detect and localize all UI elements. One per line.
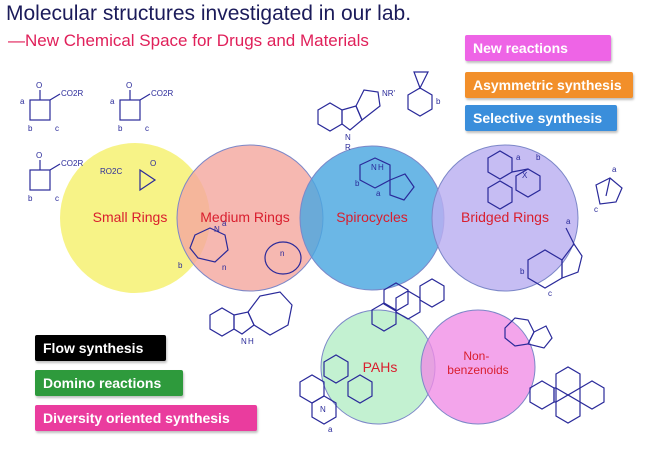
structure-indole-medium-ring: N H [209, 291, 293, 346]
chem-c: c [55, 124, 59, 133]
structure-pah-top [371, 278, 445, 332]
chem-a: a [110, 97, 115, 106]
label-non-benzenoids: Non- benzenoids [447, 349, 508, 377]
chem-nr: NR' [382, 89, 396, 98]
structure-spiro-piperidine: N H b a [355, 157, 415, 201]
chem-c: c [548, 289, 552, 298]
chem-b: b [355, 179, 360, 188]
chem-o: O [150, 159, 156, 168]
tag-flow-synthesis: Flow synthesis [35, 335, 166, 361]
circle-small-rings [60, 143, 210, 293]
chem-n: N [371, 163, 377, 172]
structure-pah-indole: N a [299, 354, 373, 434]
structure-azulene [504, 317, 553, 349]
label-pahs: PAHs [363, 359, 398, 375]
chem-a: a [566, 217, 571, 226]
structure-bicycle-right: a c [594, 165, 623, 214]
chem-b: b [520, 267, 525, 276]
structure-cyclobutenone-3: O CO2R b c [28, 151, 83, 203]
chem-c: c [145, 124, 149, 133]
chem-a: a [222, 219, 227, 228]
tag-new-reactions: New reactions [465, 35, 611, 61]
structure-macrocycle: n [264, 241, 302, 275]
chem-n: N [345, 133, 351, 142]
chem-n-sub: n [222, 263, 226, 272]
chem-b: b [118, 124, 123, 133]
chem-h: H [248, 337, 254, 346]
chem-o: O [36, 81, 42, 90]
chem-a: a [376, 189, 381, 198]
label-spirocycles: Spirocycles [336, 209, 408, 225]
label-non-benzenoids-line2: benzenoids [447, 363, 508, 377]
chem-c: c [594, 205, 598, 214]
chem-n: N [320, 405, 326, 414]
chem-b: b [436, 97, 441, 106]
tag-domino-reactions: Domino reactions [35, 370, 183, 396]
chem-b: b [536, 153, 541, 162]
label-non-benzenoids-line1: Non- [463, 349, 489, 363]
chem-o: O [126, 81, 132, 90]
structure-cyclopropane: RO2C O [100, 159, 156, 192]
tag-diversity-oriented-synthesis: Diversity oriented synthesis [35, 405, 257, 431]
structure-azacycle: N a b n [178, 219, 229, 272]
circle-bridged-rings [431, 144, 579, 292]
page-title: Molecular structures investigated in our… [6, 2, 412, 25]
chem-a: a [328, 425, 333, 434]
chem-x: X [522, 171, 528, 180]
chem-r: R [345, 143, 351, 152]
chem-a: a [516, 153, 521, 162]
chem-n: N [241, 337, 247, 346]
tag-asymmetric-synthesis: Asymmetric synthesis [465, 72, 633, 98]
chem-ro2c: RO2C [100, 167, 122, 176]
structure-spiro-cyclopropane: b [407, 71, 441, 117]
chem-a: a [20, 97, 25, 106]
label-small-rings: Small Rings [93, 209, 168, 225]
structure-cyclobutenone-2: O CO2R a b c [110, 81, 173, 133]
chem-n: N [214, 225, 220, 234]
chem-b: b [28, 194, 33, 203]
chem-b: b [178, 261, 183, 270]
structure-triptycene: X a b [487, 150, 541, 210]
structure-spiro-indoline: NR' N R [317, 89, 396, 152]
chem-n-sub: n [280, 249, 284, 258]
chem-co2r: CO2R [61, 159, 83, 168]
label-bridged-rings: Bridged Rings [461, 209, 549, 225]
chem-co2r: CO2R [151, 89, 173, 98]
chem-h: H [378, 163, 384, 172]
chem-a: a [612, 165, 617, 174]
chem-co2r: CO2R [61, 89, 83, 98]
chem-o: O [36, 151, 42, 160]
label-medium-rings: Medium Rings [200, 209, 289, 225]
tag-selective-synthesis: Selective synthesis [465, 105, 617, 131]
structure-fluoranthene-like [529, 366, 605, 424]
structure-cyclobutenone-1: O CO2R a b c [20, 81, 83, 133]
chem-c: c [55, 194, 59, 203]
page-subtitle: ―New Chemical Space for Drugs and Materi… [8, 31, 369, 50]
chem-b: b [28, 124, 33, 133]
structure-bridged-polycycle: a b c [520, 217, 583, 298]
